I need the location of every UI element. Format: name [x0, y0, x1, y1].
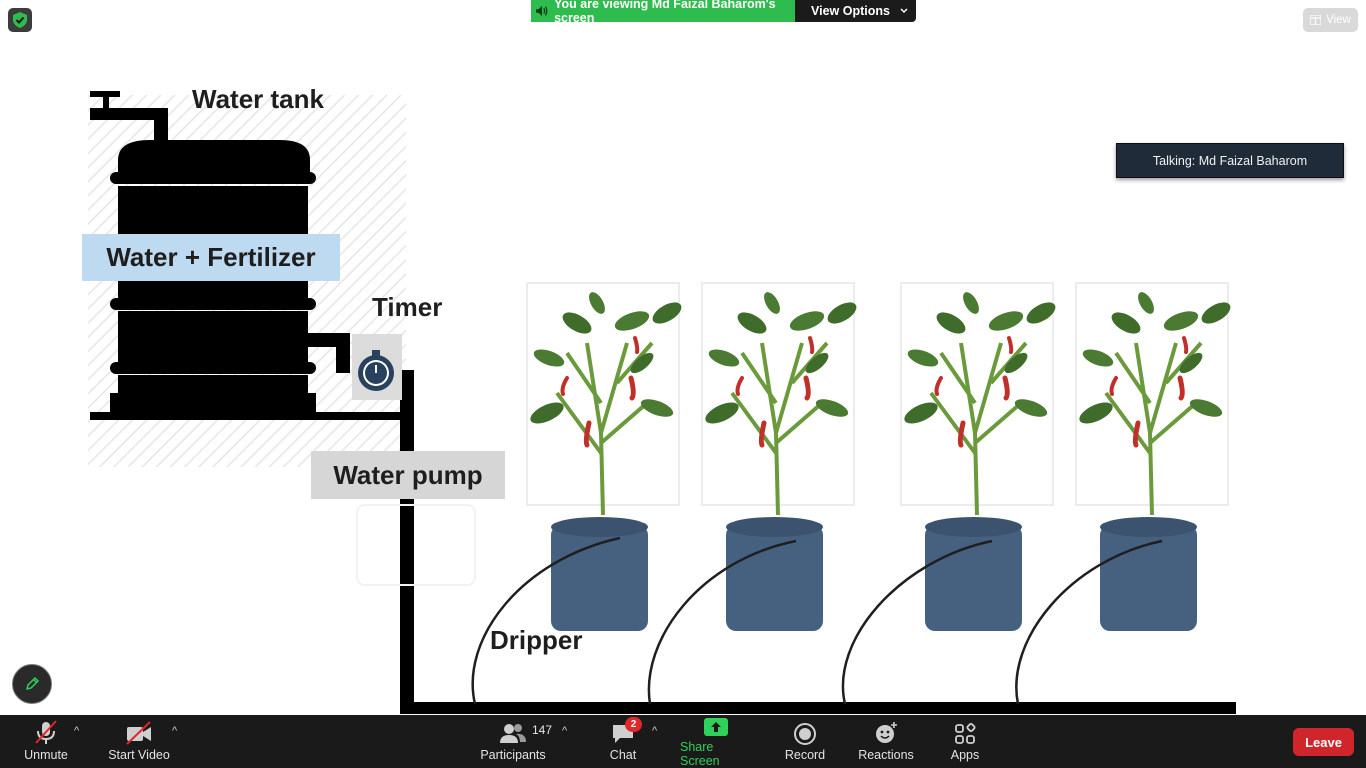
- start-video-label: Start Video: [108, 748, 170, 762]
- shared-screen: Water tank Water + Fertilizer Timer Wate…: [82, 84, 1366, 714]
- record-label: Record: [784, 748, 826, 762]
- annotate-button[interactable]: [12, 664, 52, 704]
- pencil-icon: [25, 676, 40, 691]
- screen-share-banner: You are viewing Md Faizal Baharom's scre…: [531, 0, 916, 25]
- video-off-icon: [126, 721, 151, 745]
- reactions-label: Reactions: [858, 748, 914, 762]
- unmute-label: Unmute: [24, 748, 68, 762]
- speaker-icon: [536, 5, 548, 17]
- audio-options-caret[interactable]: ^: [74, 725, 80, 737]
- unmute-button[interactable]: Unmute: [20, 715, 72, 768]
- mic-muted-icon: [35, 720, 57, 744]
- participants-label: Participants: [480, 748, 546, 762]
- water-tank-label: Water tank: [192, 84, 324, 114]
- participants-count: 147: [532, 723, 553, 737]
- reactions-button[interactable]: Reactions: [858, 715, 914, 768]
- water-pump-label: Water pump: [311, 451, 505, 499]
- meeting-toolbar: Unmute ^ Start Video ^ Participants 147 …: [0, 715, 1366, 768]
- viewing-indicator: You are viewing Md Faizal Baharom's scre…: [531, 0, 795, 25]
- timer-label: Timer: [372, 292, 443, 322]
- share-screen-label: Share Screen: [680, 740, 720, 768]
- start-video-button[interactable]: Start Video: [106, 715, 172, 768]
- video-options-caret[interactable]: ^: [172, 725, 178, 737]
- participants-button[interactable]: Participants: [479, 715, 547, 768]
- irrigation-diagram: [88, 91, 1366, 714]
- participants-icon: [500, 724, 526, 743]
- share-screen-icon: [704, 718, 728, 736]
- chat-unread-badge: 2: [625, 717, 642, 732]
- talking-text: Talking: Md Faizal Baharom: [1152, 153, 1308, 168]
- view-options-label: View Options: [811, 4, 890, 18]
- grid-icon: [1310, 15, 1322, 25]
- view-button-label: View: [1326, 14, 1351, 26]
- view-layout-button[interactable]: View: [1303, 8, 1358, 32]
- record-button[interactable]: Record: [784, 715, 826, 768]
- apps-icon: [955, 723, 976, 744]
- reactions-icon: [876, 722, 897, 743]
- share-screen-button[interactable]: Share Screen: [680, 715, 752, 768]
- record-icon: [794, 723, 816, 745]
- chevron-down-icon: [900, 8, 908, 14]
- leave-button[interactable]: Leave: [1293, 728, 1354, 756]
- chat-options-caret[interactable]: ^: [652, 725, 658, 737]
- apps-label: Apps: [950, 748, 980, 762]
- participants-options-caret[interactable]: ^: [562, 725, 568, 737]
- view-options-button[interactable]: View Options: [795, 0, 916, 22]
- viewing-text: You are viewing Md Faizal Baharom's scre…: [554, 0, 776, 25]
- shield-icon: [13, 12, 27, 28]
- stopwatch-icon: [358, 350, 394, 391]
- fertilizer-label: Water + Fertilizer: [82, 234, 340, 281]
- dripper-label: Dripper: [490, 625, 583, 655]
- encryption-shield-button[interactable]: [8, 8, 32, 32]
- apps-button[interactable]: Apps: [948, 715, 982, 768]
- talking-indicator: Talking: Md Faizal Baharom: [1116, 143, 1344, 178]
- chat-label: Chat: [609, 748, 637, 762]
